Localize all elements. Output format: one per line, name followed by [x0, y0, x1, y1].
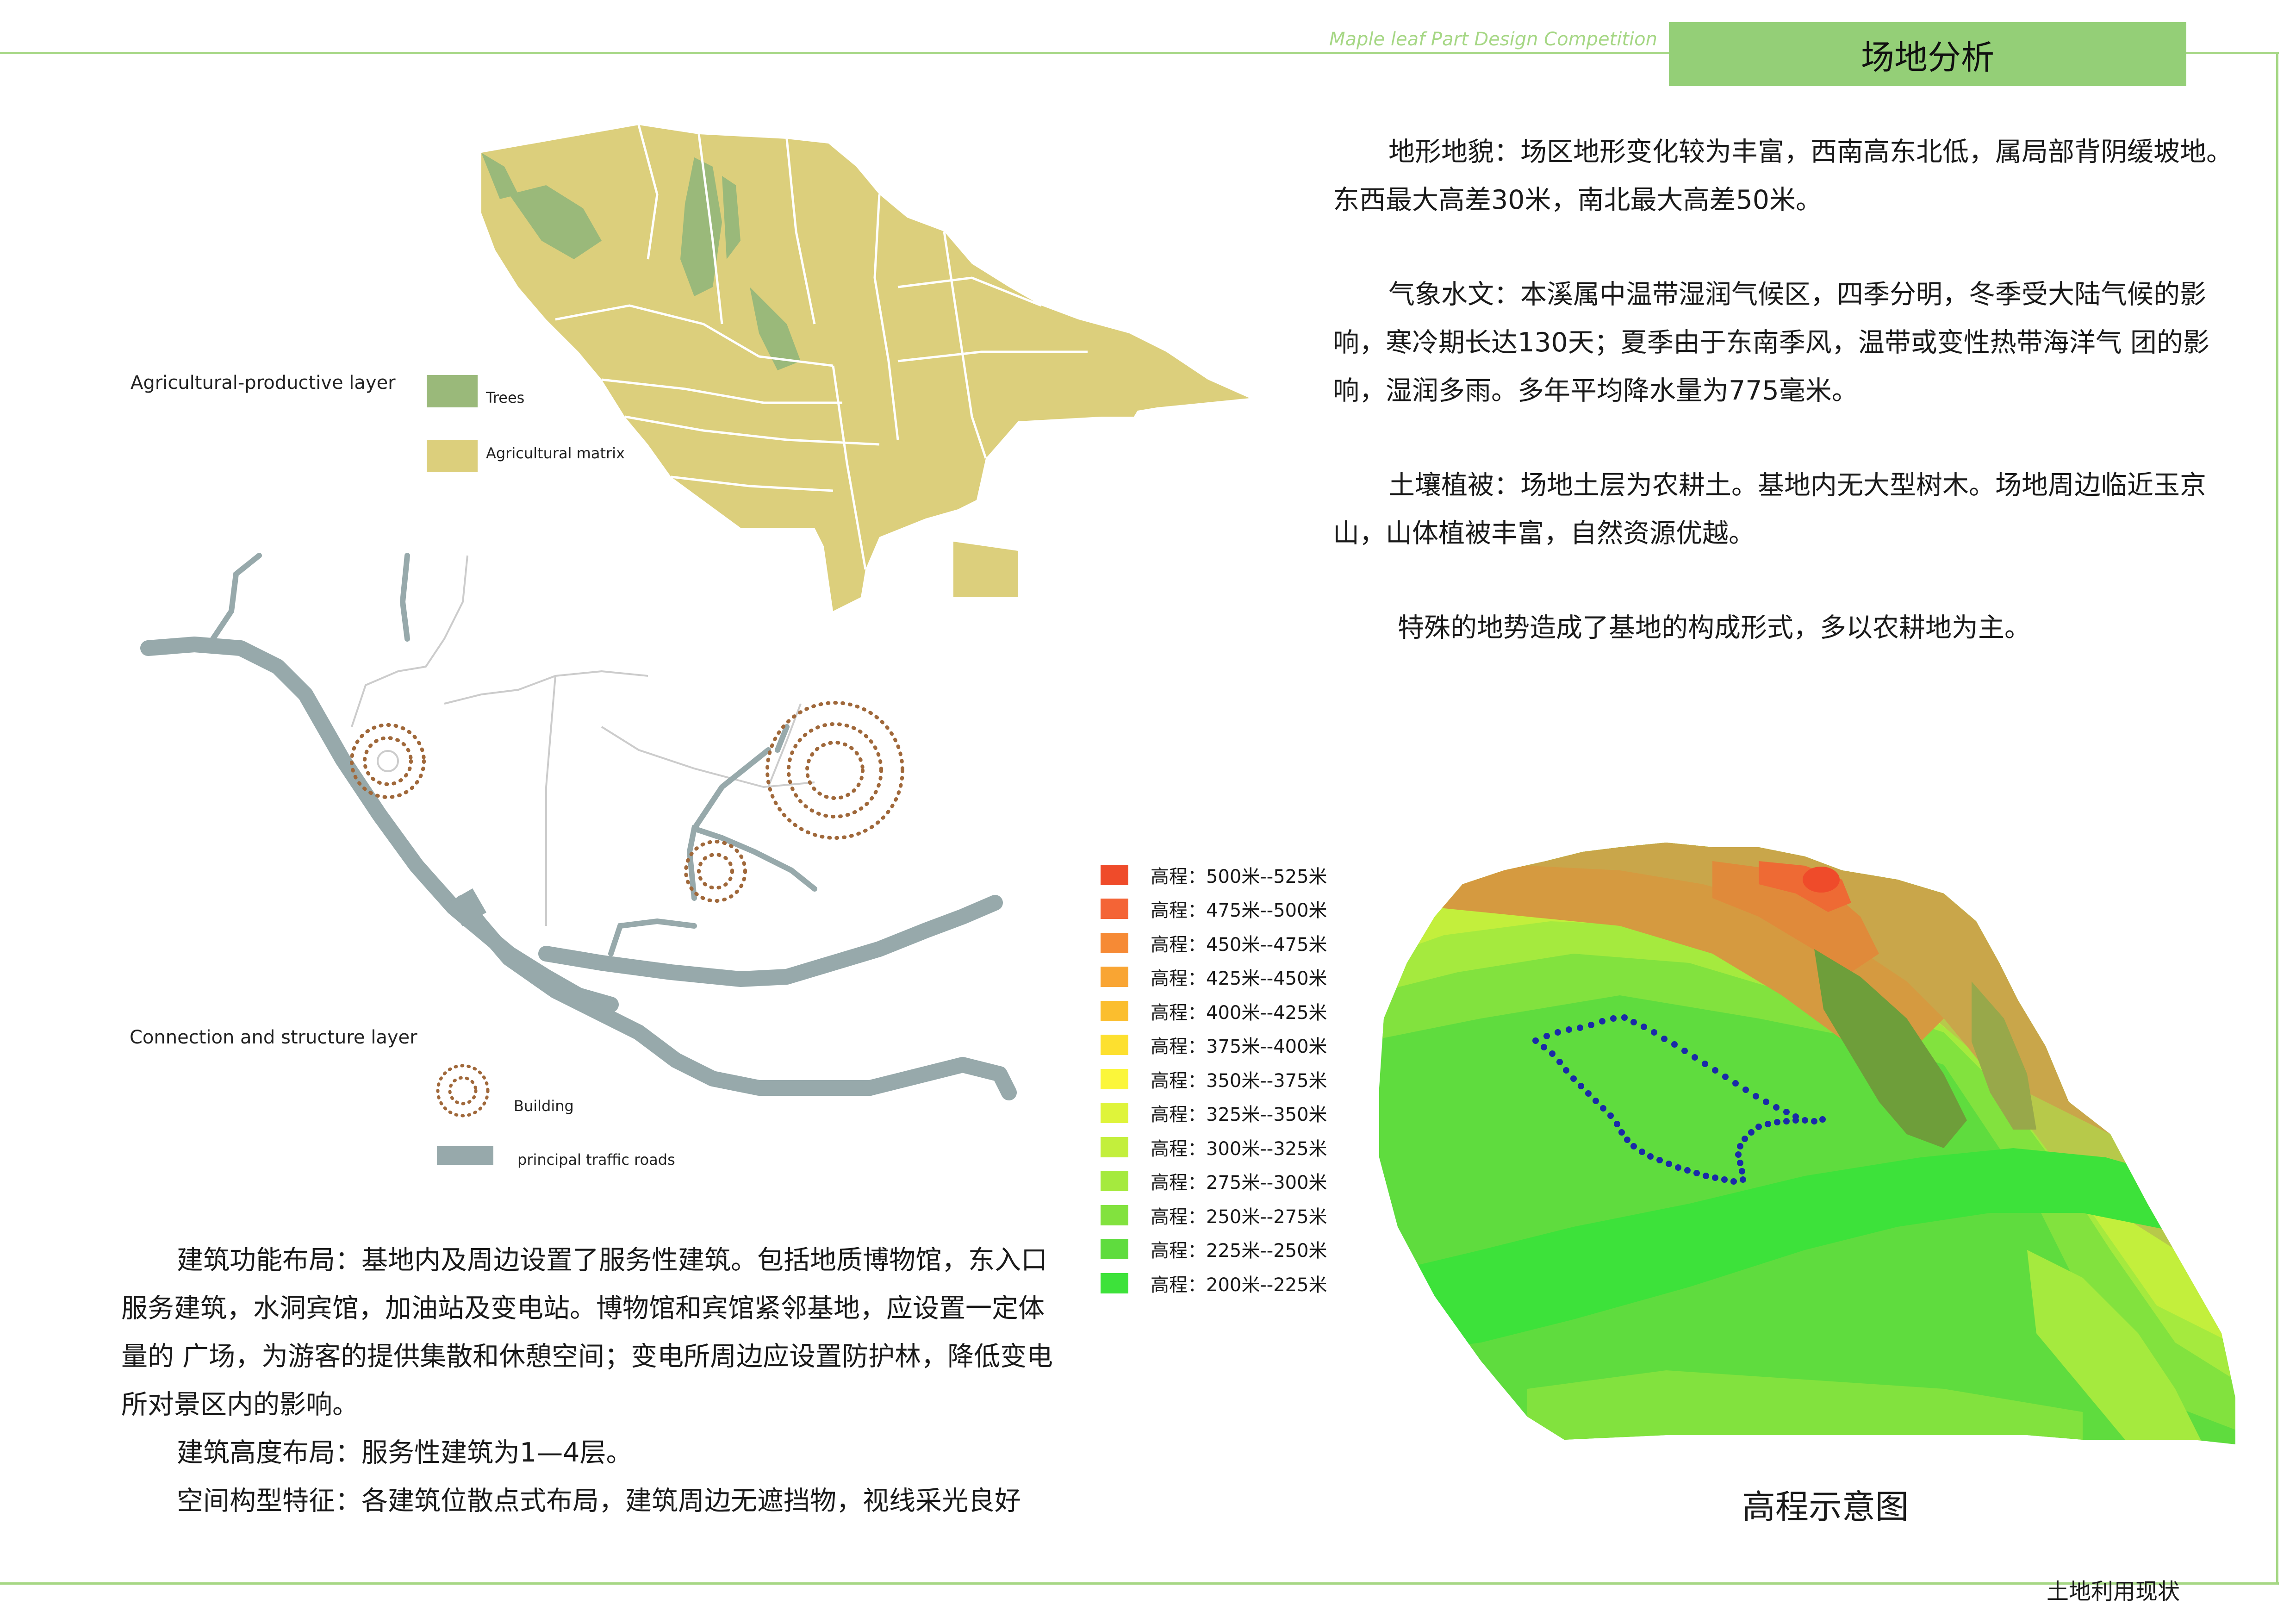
elevation-legend-item: 高程：350米--375米	[1101, 1062, 1327, 1096]
elevation-label: 高程：300米--325米	[1151, 1138, 1327, 1160]
legend-trees-label: Trees	[486, 389, 525, 406]
legend-trees-swatch	[427, 375, 478, 407]
elevation-legend-item: 高程：200米--225米	[1101, 1266, 1327, 1300]
elevation-swatch	[1101, 1239, 1128, 1260]
elevation-legend-item: 高程：250米--275米	[1101, 1198, 1327, 1232]
elevation-peak	[1803, 867, 1840, 893]
elevation-label: 高程：375米--400米	[1151, 1036, 1327, 1058]
building-block	[448, 888, 486, 926]
elevation-label: 高程：350米--375米	[1151, 1070, 1327, 1092]
elevation-label: 高程：200米--225米	[1151, 1274, 1327, 1296]
elevation-label: 高程：225米--250米	[1151, 1240, 1327, 1262]
elevation-legend-item: 高程：400米--425米	[1101, 994, 1327, 1028]
elevation-label: 高程：500米--525米	[1151, 866, 1327, 887]
building-inner-ring	[377, 750, 399, 772]
ridge-shadow	[1814, 949, 1967, 1148]
minor-paths	[351, 555, 815, 926]
elevation-swatch	[1101, 1205, 1128, 1225]
connection-layer-title: Connection and structure layer	[130, 1027, 417, 1048]
elevation-swatch	[1101, 1000, 1128, 1021]
elevation-legend-item: 高程：475米--500米	[1101, 892, 1327, 926]
elevation-label: 高程：275米--300米	[1151, 1172, 1327, 1194]
building-height-paragraph: 建筑高度布局：服务性建筑为1—4层。	[177, 1437, 633, 1468]
elevation-legend-item: 高程：375米--400米	[1101, 1028, 1327, 1062]
elevation-swatch	[1101, 1068, 1128, 1089]
header-rule	[0, 52, 1669, 54]
elevation-label: 高程：325米--350米	[1151, 1104, 1327, 1126]
frame-right-top	[2186, 52, 2279, 54]
summary-paragraph: 特殊的地势造成了基地的构成形式，多以农耕地为主。	[1398, 612, 2031, 643]
building-layout-paragraph: 建筑功能布局：基地内及周边设置了服务性建筑。包括地质博物馆，东入口服务建筑，水洞…	[121, 1245, 1053, 1420]
elevation-label: 高程：425米--450米	[1151, 968, 1327, 990]
lowland-south	[1527, 1370, 2083, 1444]
legend-agricultural-matrix-swatch	[427, 440, 478, 472]
terrain-paragraph: 地形地貌：场区地形变化较为丰富，西南高东北低，属局部背阴缓坡地。东西最大高差30…	[1333, 137, 2233, 215]
elevation-legend-item: 高程：450米--475米	[1101, 926, 1327, 960]
elevation-label: 高程：250米--275米	[1151, 1206, 1327, 1228]
elevation-band-400	[1712, 861, 1879, 972]
elevation-legend-item: 高程：425米--450米	[1101, 960, 1327, 994]
spatial-form-paragraph: 空间构型特征：各建筑位散点式布局，建筑周边无遮挡物，视线采光良好	[177, 1486, 1021, 1516]
footer-label: 土地利用现状	[2047, 1579, 2180, 1605]
elevation-label: 高程：450米--475米	[1151, 934, 1327, 956]
elevation-legend: 高程：500米--525米高程：475米--500米高程：450米--475米高…	[1101, 858, 1327, 1300]
building-markers	[350, 701, 904, 903]
frame-right	[2276, 52, 2278, 1584]
footer-rule	[0, 1582, 2279, 1585]
road-bar-icon	[437, 1146, 493, 1165]
agricultural-parcels	[481, 125, 1250, 611]
lowland-east	[2027, 1250, 2203, 1444]
legend-roads-label: principal traffic roads	[517, 1151, 675, 1168]
elevation-band-350	[1435, 866, 1944, 1065]
building-text: 建筑功能布局：基地内及周边设置了服务性建筑。包括地质博物馆，东入口服务建筑，水洞…	[121, 1236, 1070, 1525]
principal-roads	[140, 637, 1017, 1100]
elevation-legend-item: 高程：275米--300米	[1101, 1164, 1327, 1199]
site-boundary	[1532, 1014, 1826, 1185]
page-title: 场地分析	[1860, 37, 1994, 77]
elevation-swatch	[1101, 932, 1128, 953]
legend-agricultural-matrix-label: Agricultural matrix	[486, 444, 625, 462]
elevation-swatch	[1101, 1273, 1128, 1293]
header-subtitle: Maple leaf Part Design Competition	[1329, 29, 1657, 50]
elevation-label: 高程：400米--425米	[1151, 1002, 1327, 1024]
elevation-legend-item: 高程：325米--350米	[1101, 1096, 1327, 1131]
climate-paragraph: 气象水文：本溪属中温带湿润气候区，四季分明，冬季受大陆气候的影响，寒冷期长达13…	[1333, 279, 2209, 406]
elevation-swatch	[1101, 899, 1128, 919]
soil-paragraph: 土壤植被：场地土层为农耕土。基地内无大型树木。场地周边临近玉京山，山体植被丰富，…	[1333, 470, 2206, 549]
parcel-boundaries	[555, 125, 1088, 570]
dotted-circles-icon	[436, 1064, 490, 1118]
title-tab: 场地分析	[1669, 22, 2186, 86]
site-analysis-text: 地形地貌：场区地形变化较为丰富，西南高东北低，属局部背阴缓坡地。东西最大高差30…	[1333, 128, 2235, 652]
legend-building-label: Building	[514, 1097, 574, 1115]
elevation-swatch	[1101, 1171, 1128, 1192]
elevation-legend-item: 高程：500米--525米	[1101, 858, 1327, 892]
elevation-map-caption: 高程示意图	[1742, 1487, 1909, 1526]
elevation-legend-item: 高程：225米--250米	[1101, 1232, 1327, 1267]
elevation-legend-item: 高程：300米--325米	[1101, 1130, 1327, 1164]
valley-stream	[1384, 1148, 2235, 1352]
secondary-roads	[210, 553, 817, 956]
elevation-swatch	[1101, 1103, 1128, 1124]
elevation-label: 高程：475米--500米	[1151, 900, 1327, 922]
elevation-swatch	[1101, 864, 1128, 885]
ridge-shadow-east	[1972, 981, 2036, 1130]
elevation-swatch	[1101, 967, 1128, 987]
agricultural-layer-title: Agricultural-productive layer	[131, 372, 396, 394]
elevation-swatch	[1101, 1035, 1128, 1056]
elevation-swatch	[1101, 1137, 1128, 1157]
elevation-band-450	[1759, 861, 1851, 912]
